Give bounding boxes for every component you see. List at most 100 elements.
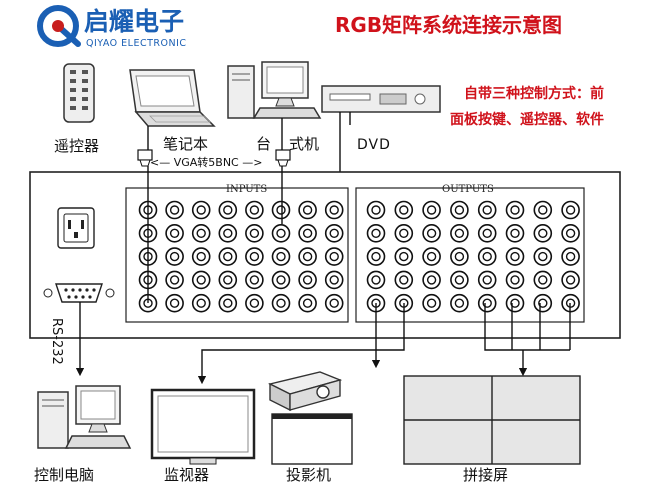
bnc-connector-core [329,275,339,285]
bnc-connector-core [565,228,576,239]
logo-mark-icon [37,5,81,47]
video-wall-label: 拼接屏 [463,466,508,484]
remote-control-icon [63,63,95,123]
bnc-connector-core [196,298,206,308]
desktop-label-part1: 台 [256,135,271,153]
bnc-connector-core [196,228,206,239]
bnc-connector-core [223,228,233,239]
bnc-connector-core [169,205,180,215]
bnc-connector-core [565,275,576,285]
bnc-connector-core [276,251,286,262]
matrix-chassis [29,171,621,339]
bnc-connector-core [482,251,492,262]
control-note-line2: 面板按键、遥控器、软件 [450,111,604,128]
bnc-connector-core [565,251,576,262]
bnc-connector-core [223,298,233,308]
bnc-connector-core [249,275,260,285]
control-pc-icon [37,385,132,449]
input-bnc-grid [138,200,344,313]
bnc-connector-core [399,205,409,215]
bnc-connector-core [399,228,409,239]
bnc-connector-core [510,251,520,262]
bnc-connector-core [565,205,576,215]
bnc-connector-core [399,251,409,262]
remote-label: 遥控器 [54,137,99,155]
brand-name-en: QIYAO ELECTRONIC [86,38,187,49]
bnc-connector-core [223,275,233,285]
bnc-connector-core [169,298,180,308]
bnc-connector-core [426,251,437,262]
bnc-connector-core [223,205,233,215]
bnc-connector-core [169,251,180,262]
monitor-label: 监视器 [164,466,209,484]
control-note-line1: 自带三种控制方式：前 [464,85,604,102]
bnc-connector-core [454,228,465,239]
bnc-connector-core [482,275,492,285]
bnc-connector-core [538,275,548,285]
desktop-pc-icon [227,61,322,119]
bnc-connector-core [510,298,520,308]
rs232-label: RS-232 [49,318,64,365]
bnc-connector-core [169,275,180,285]
bnc-connector-core [399,275,409,285]
inputs-label: INPUTS [226,184,267,195]
dvd-player-icon [321,85,441,113]
bnc-connector-core [223,251,233,262]
bnc-connector-core [510,205,520,215]
bnc-connector-core [454,251,465,262]
laptop-label: 笔记本 [163,135,208,153]
bnc-connector-core [249,251,260,262]
control-pc-label: 控制电脑 [34,466,94,484]
bnc-connector-core [482,205,492,215]
bnc-connector-core [482,228,492,239]
bnc-connector-core [538,251,548,262]
bnc-connector-core [276,228,286,239]
desktop-label-part2: 式机 [289,135,319,153]
bnc-connector-core [426,205,437,215]
outputs-panel [355,187,585,323]
bnc-connector-core [276,298,286,308]
bnc-connector-core [169,228,180,239]
brand-logo: 启耀电子 QIYAO ELECTRONIC [37,5,187,49]
bnc-connector-core [302,298,313,308]
projector-icon [267,371,343,412]
bnc-connector-core [329,205,339,215]
vga-adapter-right-icon [275,149,291,167]
projector-label: 投影机 [286,466,331,484]
output-bnc-grid [366,200,580,313]
bnc-connector-core [538,205,548,215]
bnc-connector-core [276,205,286,215]
bnc-connector-core [329,298,339,308]
bnc-connector-core [302,228,313,239]
bnc-connector-core [426,275,437,285]
video-wall-icon [403,375,581,465]
output-cables [75,302,571,385]
bnc-connector-core [510,275,520,285]
bnc-connector-core [371,205,381,215]
inputs-panel [125,187,349,323]
bnc-connector-core [302,205,313,215]
bnc-connector-core [454,205,465,215]
bnc-connector-core [371,228,381,239]
bnc-connector-core [426,298,437,308]
dvd-label: DVD [357,137,391,153]
outputs-label: OUTPUTS [442,184,494,195]
bnc-connector-core [538,228,548,239]
bnc-connector-core [371,275,381,285]
bnc-connector-core [302,275,313,285]
brand-name-cn: 启耀电子 [84,7,184,36]
bnc-connector-core [302,251,313,262]
bnc-connector-core [196,205,206,215]
vga-adapter-label: <— VGA转5BNC —> [150,155,262,169]
power-socket-icon [57,207,95,249]
bnc-connector-core [426,228,437,239]
bnc-connector-core [510,228,520,239]
laptop-icon [129,69,216,127]
input-cable-drops [147,166,283,303]
bnc-connector-core [371,251,381,262]
bnc-connector-core [249,205,260,215]
monitor-icon [150,388,256,465]
bnc-connector-core [454,275,465,285]
bnc-connector-core [196,251,206,262]
